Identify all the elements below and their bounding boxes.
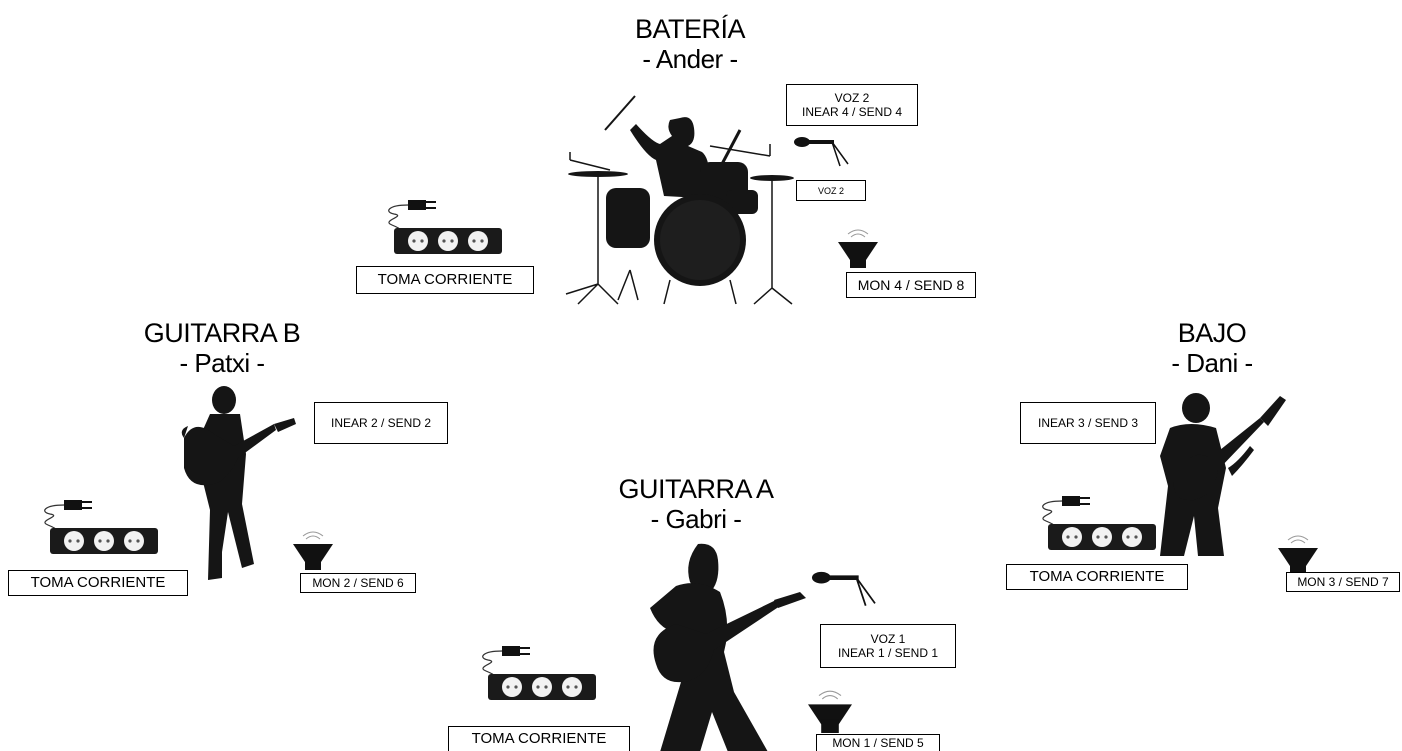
guitar-b-instrument: GUITARRA B	[143, 318, 301, 348]
guitarist-silhouette-icon	[650, 543, 806, 751]
power-strip-icon	[43, 499, 159, 555]
guitar-a-monitor-text: MON 1 / SEND 5	[832, 736, 924, 750]
guitar-b-power-label: TOMA CORRIENTE	[8, 570, 188, 596]
guitar-a-voice-line1: VOZ 1	[870, 632, 906, 646]
monitor-wedge-icon	[292, 531, 334, 571]
guitar-a-title: GUITARRA A - Gabri -	[596, 474, 796, 534]
bass-power-label: TOMA CORRIENTE	[1006, 564, 1188, 590]
drums-voice-line2: INEAR 4 / SEND 4	[801, 105, 903, 119]
microphone-icon	[812, 568, 882, 620]
guitar-a-power-label: TOMA CORRIENTE	[448, 726, 630, 751]
drums-power-label: TOMA CORRIENTE	[356, 266, 534, 294]
drums-power-text: TOMA CORRIENTE	[377, 271, 513, 288]
drummer-silhouette-icon	[630, 117, 710, 198]
power-strip-icon	[387, 199, 503, 255]
drums-title: BATERÍA - Ander -	[610, 14, 770, 74]
power-strip-icon	[1041, 495, 1157, 551]
guitar-a-voice-label: VOZ 1 INEAR 1 / SEND 1	[820, 624, 956, 668]
guitar-a-musician-name: - Gabri -	[650, 504, 742, 534]
drums-mic-label: VOZ 2	[796, 180, 866, 201]
drum-kit-icon	[565, 95, 794, 305]
drums-instrument: BATERÍA	[634, 14, 746, 44]
microphone-icon	[792, 135, 850, 168]
bassist-silhouette-icon	[1160, 393, 1286, 556]
guitar-b-monitor-text: MON 2 / SEND 6	[312, 576, 404, 590]
guitar-b-monitor-label: MON 2 / SEND 6	[300, 573, 416, 593]
power-strip-icon	[481, 645, 597, 701]
guitar-b-power-text: TOMA CORRIENTE	[30, 574, 166, 591]
drums-musician-name: - Ander -	[642, 44, 738, 74]
drums-mic-text: VOZ 2	[817, 185, 844, 196]
guitar-a-power-text: TOMA CORRIENTE	[471, 730, 607, 747]
monitor-wedge-icon	[837, 229, 879, 269]
guitarist-silhouette-icon	[181, 386, 296, 580]
monitor-wedge-icon	[1277, 535, 1319, 575]
monitor-wedge-icon	[807, 690, 853, 734]
drums-voice-line1: VOZ 2	[834, 91, 870, 105]
guitar-a-voice-line2: INEAR 1 / SEND 1	[837, 646, 939, 660]
drums-voice-label: VOZ 2 INEAR 4 / SEND 4	[786, 84, 918, 126]
guitar-b-inear-text: INEAR 2 / SEND 2	[330, 416, 432, 430]
bass-inear-text: INEAR 3 / SEND 3	[1037, 416, 1139, 430]
bass-power-text: TOMA CORRIENTE	[1029, 568, 1165, 585]
drums-monitor-label: MON 4 / SEND 8	[846, 272, 976, 298]
guitar-a-instrument: GUITARRA A	[618, 474, 774, 504]
bass-inear-label: INEAR 3 / SEND 3	[1020, 402, 1156, 444]
drums-monitor-text: MON 4 / SEND 8	[857, 277, 965, 293]
bass-monitor-label: MON 3 / SEND 7	[1286, 572, 1400, 592]
guitar-b-title: GUITARRA B - Patxi -	[122, 318, 322, 378]
bass-musician-name: - Dani -	[1171, 348, 1253, 378]
bass-instrument: BAJO	[1177, 318, 1247, 348]
guitar-b-inear-label: INEAR 2 / SEND 2	[314, 402, 448, 444]
bass-monitor-text: MON 3 / SEND 7	[1297, 575, 1389, 589]
guitar-b-musician-name: - Patxi -	[179, 348, 265, 378]
bass-title: BAJO - Dani -	[1142, 318, 1282, 378]
guitar-a-monitor-label: MON 1 / SEND 5	[816, 734, 940, 751]
